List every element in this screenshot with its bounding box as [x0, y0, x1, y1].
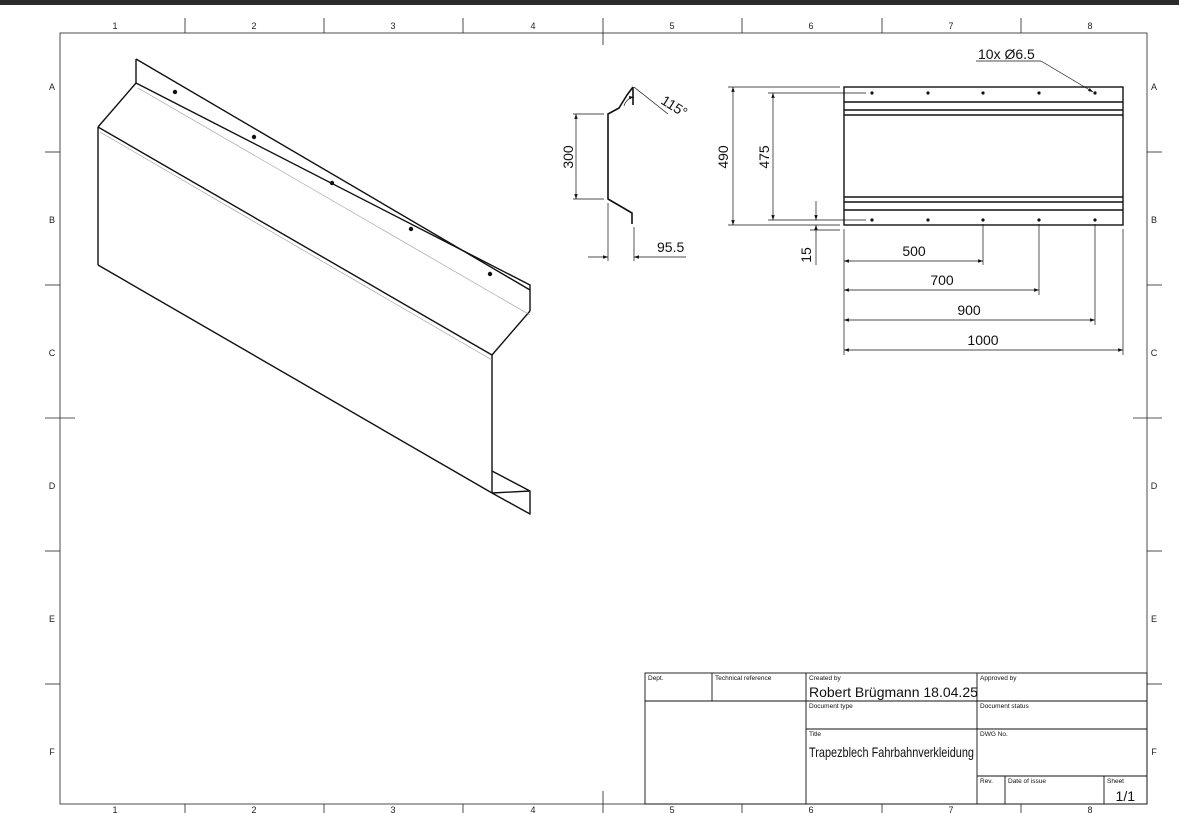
zone-row-a-right: A: [1151, 82, 1157, 92]
tb-doc-status-label: Document status: [980, 703, 1030, 710]
zone-col-2: 2: [251, 21, 256, 31]
zone-row-c: C: [49, 348, 56, 358]
dim-hole-callout: 10x Ø6.5: [978, 46, 1035, 62]
zone-col-8: 8: [1087, 21, 1092, 31]
zone-col-7-bottom: 7: [948, 805, 953, 813]
zone-col-1: 1: [112, 21, 117, 31]
tb-rev-label: Rev.: [980, 778, 993, 785]
tb-tech-ref-label: Technical reference: [715, 675, 772, 682]
tb-date-label: Date of issue: [1008, 778, 1046, 785]
dim-total-length: 1000: [967, 332, 998, 348]
isometric-bend-lines: [99, 87, 531, 361]
dim-profile-height: 300: [560, 145, 576, 169]
isometric-holes: [172, 89, 493, 277]
zone-col-2-bottom: 2: [251, 805, 256, 813]
drawing-sheet: 1 2 3 4 5 6 7 8 1 2 3 4 5 6 7 8 A B C D …: [0, 5, 1179, 813]
zone-ticks: [45, 18, 1162, 813]
tb-created-by-value: Robert Brügmann 18.04.25: [809, 684, 978, 700]
tb-dept-label: Dept.: [648, 675, 664, 682]
technical-drawing: 1 2 3 4 5 6 7 8 1 2 3 4 5 6 7 8 A B C D …: [45, 18, 1162, 813]
zone-row-e: E: [49, 614, 55, 624]
tb-created-by-label: Created by: [809, 675, 842, 682]
zone-col-4-bottom: 4: [530, 805, 535, 813]
dim-total-height: 490: [715, 145, 731, 169]
dim-hole-span: 475: [756, 145, 772, 169]
zone-row-a: A: [49, 82, 55, 92]
zone-row-f: F: [49, 747, 55, 757]
zone-col-6: 6: [808, 21, 813, 31]
top-view: [843, 86, 1124, 226]
dim-bend-angle: 115°: [658, 92, 690, 120]
dim-hole-pos-900: 900: [957, 302, 981, 318]
zone-row-d-right: D: [1151, 481, 1158, 491]
zone-row-d: D: [49, 481, 56, 491]
zone-row-b: B: [49, 215, 55, 225]
dim-hole-pos-500: 500: [902, 243, 926, 259]
tb-doc-type-label: Document type: [809, 703, 853, 710]
title-block: [644, 672, 1148, 805]
zone-row-c-right: C: [1151, 348, 1158, 358]
zone-row-f-right: F: [1151, 747, 1157, 757]
zone-row-b-right: B: [1151, 215, 1157, 225]
drawing-frame: [59, 32, 1148, 805]
zone-col-1-bottom: 1: [112, 805, 117, 813]
top-view-holes: [870, 91, 1097, 222]
zone-col-4: 4: [530, 21, 535, 31]
zone-col-5-bottom: 5: [669, 805, 674, 813]
dim-hole-pos-700: 700: [930, 272, 954, 288]
zone-col-5: 5: [669, 21, 674, 31]
tb-approved-by-label: Approved by: [980, 675, 1017, 682]
zone-col-7: 7: [948, 21, 953, 31]
dim-edge-offset: 15: [798, 247, 814, 263]
dim-profile-offset: 95.5: [657, 239, 684, 255]
zone-col-6-bottom: 6: [808, 805, 813, 813]
zone-row-e-right: E: [1151, 614, 1157, 624]
zone-col-3-bottom: 3: [390, 805, 395, 813]
section-profile: [607, 86, 634, 224]
tb-sheet-value: 1/1: [1116, 788, 1136, 804]
tb-title-value: Trapezblech Fahrbahnverkleidung: [809, 744, 974, 760]
tb-title-label: Title: [809, 731, 821, 738]
tb-sheet-label: Sheet: [1107, 778, 1124, 785]
tb-dwg-no-label: DWG No.: [980, 731, 1008, 738]
zone-col-8-bottom: 8: [1087, 805, 1092, 813]
top-view-dimensions: [728, 60, 1124, 355]
profile-dimensions: [573, 86, 686, 261]
isometric-view: [97, 58, 531, 515]
zone-col-3: 3: [390, 21, 395, 31]
